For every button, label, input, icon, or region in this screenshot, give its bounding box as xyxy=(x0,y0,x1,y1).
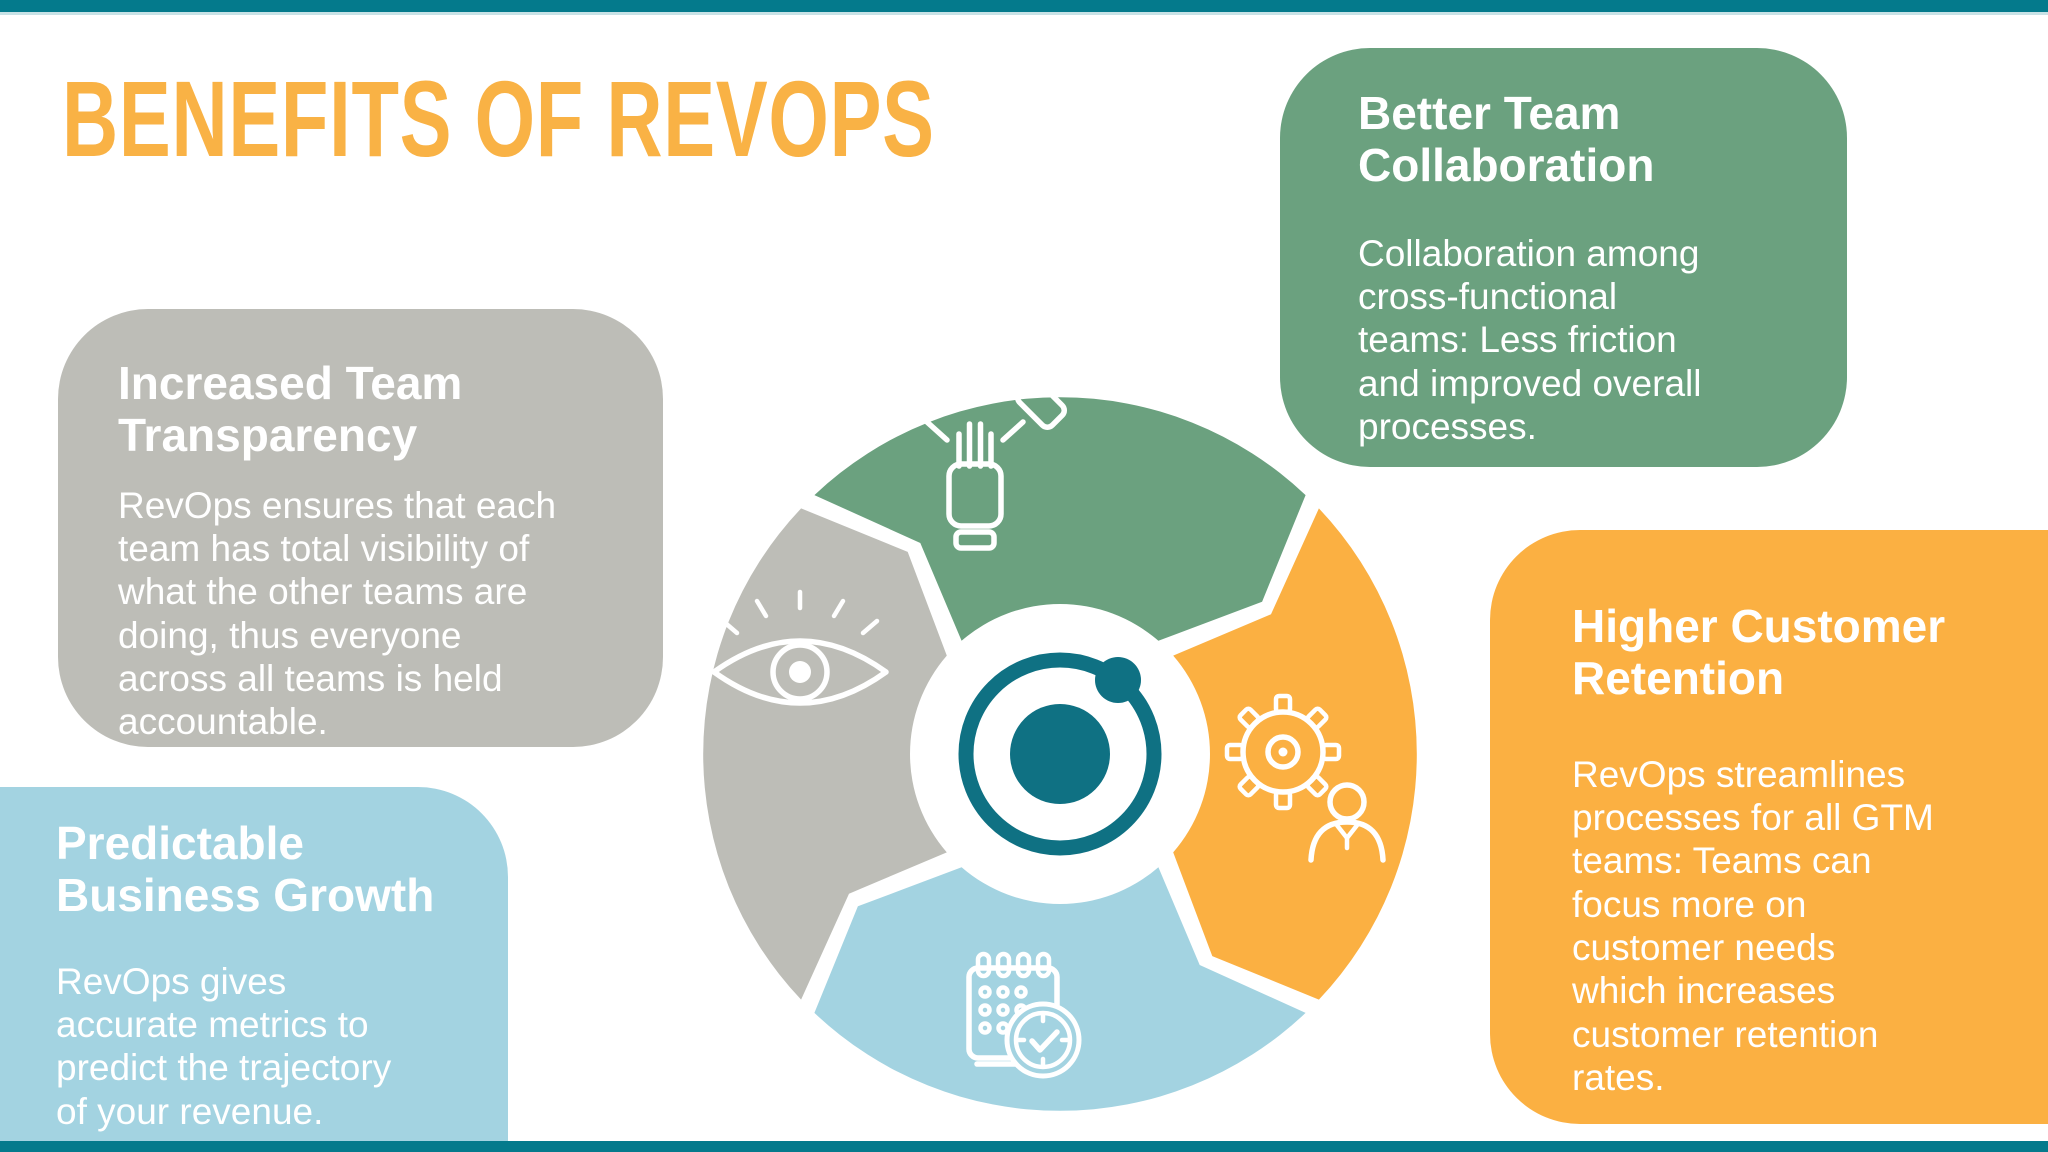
card-body-collaboration: Collaboration among cross-functional tea… xyxy=(1358,232,1702,447)
card-increased-team-transparency: Increased Team Transparency RevOps ensur… xyxy=(58,309,663,747)
logo-satellite-dot xyxy=(1095,657,1141,703)
calendar-clock-icon xyxy=(966,951,1082,1079)
card-body-retention: RevOps streamlines processes for all GTM… xyxy=(1572,753,1934,1098)
card-higher-customer-retention: Higher Customer Retention RevOps streaml… xyxy=(1490,530,2048,1124)
card-heading-retention: Higher Customer Retention xyxy=(1572,600,1946,705)
page-title: BENEFITS OF REVOPS xyxy=(62,58,935,179)
card-heading-growth: Predictable Business Growth xyxy=(56,817,435,922)
segment-transparency xyxy=(703,508,947,1000)
top-border-bar xyxy=(0,0,2048,12)
segment-retention xyxy=(1173,508,1417,1000)
card-predictable-business-growth: Predictable Business Growth RevOps gives… xyxy=(0,787,508,1141)
logo-core-circle xyxy=(1010,704,1110,804)
card-body-growth: RevOps gives accurate metrics to predict… xyxy=(56,960,392,1132)
teamwork-hands-icon xyxy=(882,377,1068,551)
eye-icon xyxy=(711,589,889,706)
card-body-transparency: RevOps ensures that each team has total … xyxy=(118,484,557,743)
card-heading-transparency: Increased Team Transparency xyxy=(118,357,463,462)
atom-orbit-logo xyxy=(958,652,1162,856)
segment-growth xyxy=(814,867,1306,1111)
logo-orbit-ring xyxy=(958,652,1162,856)
gear-person-icon xyxy=(1224,693,1386,863)
card-better-team-collaboration: Better Team Collaboration Collaboration … xyxy=(1280,48,1847,467)
segment-collaboration xyxy=(814,397,1306,641)
bottom-border-bar xyxy=(0,1141,2048,1152)
card-heading-collaboration: Better Team Collaboration xyxy=(1358,87,1655,192)
top-border-accent-line xyxy=(0,12,2048,15)
